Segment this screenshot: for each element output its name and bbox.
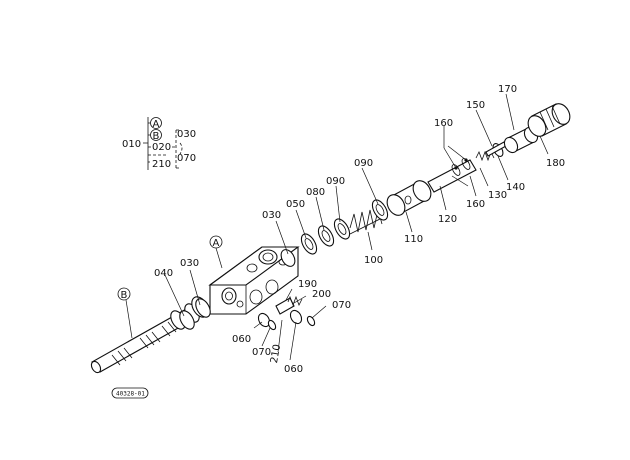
label-180: 180 (546, 158, 565, 169)
label-100: 100 (364, 255, 383, 266)
label-080: 080 (306, 187, 325, 198)
oring-070-right (306, 315, 316, 327)
label-110: 110 (404, 234, 423, 245)
label-120: 120 (438, 214, 457, 225)
marker-a: A (213, 238, 220, 249)
leader-lines (125, 93, 549, 361)
label-090-upper: 090 (326, 176, 345, 187)
diagram-code-box (111, 387, 149, 399)
label-030-spool: 030 (180, 258, 199, 269)
label-040: 040 (154, 268, 173, 279)
legend-brackets (143, 117, 183, 170)
oring-070-left (267, 319, 277, 331)
label-090-lower: 090 (354, 158, 373, 169)
label-210: 210 (269, 343, 283, 364)
legend-tree: A B 010 020 030 070 210 (122, 117, 196, 170)
legend-circle-b (150, 129, 162, 141)
legend-sub-code: 020 (152, 142, 171, 153)
label-150: 150 (466, 100, 485, 111)
label-130: 130 (488, 190, 507, 201)
spring-200 (287, 295, 303, 307)
legend-range-end: 070 (177, 153, 196, 164)
label-170: 170 (498, 84, 517, 95)
label-050: 050 (286, 199, 305, 210)
marker-a-circle (209, 235, 223, 249)
label-190: 190 (298, 279, 317, 290)
valve-body (208, 246, 300, 315)
legend-circle-a (150, 117, 162, 129)
washer-080 (317, 225, 335, 247)
plug-060-right (289, 309, 303, 325)
label-200: 200 (312, 289, 331, 300)
label-070-bottom: 070 (252, 347, 271, 358)
legend-circle-b-label: B (153, 131, 160, 142)
label-060-bottom: 060 (284, 364, 303, 375)
legend-extra-code: 210 (152, 159, 171, 170)
marker-b: B (121, 290, 128, 301)
sleeve-170 (503, 126, 539, 154)
label-140: 140 (506, 182, 525, 193)
label-030-block: 030 (262, 210, 281, 221)
poppet-190 (275, 297, 295, 315)
marker-b-circle (117, 287, 131, 301)
washer-090-right (371, 199, 389, 221)
legend-circle-a-label: A (153, 119, 160, 130)
washer-090-left (333, 218, 351, 240)
diagram-code: 40328-01 (116, 391, 145, 398)
plunger-120 (427, 158, 477, 193)
label-160-bottom: 160 (466, 199, 485, 210)
washer-050 (300, 233, 318, 255)
pins-160 (443, 145, 469, 187)
label-060-left: 060 (232, 334, 251, 345)
cap-110 (386, 180, 432, 216)
cap-180 (527, 103, 571, 137)
oring-060-left (257, 312, 271, 328)
legend-group-code: 010 (122, 139, 141, 150)
spool-shaft (90, 296, 209, 374)
label-160-top: 160 (434, 118, 453, 129)
legend-range-start: 030 (177, 129, 196, 140)
label-070-right: 070 (332, 300, 351, 311)
